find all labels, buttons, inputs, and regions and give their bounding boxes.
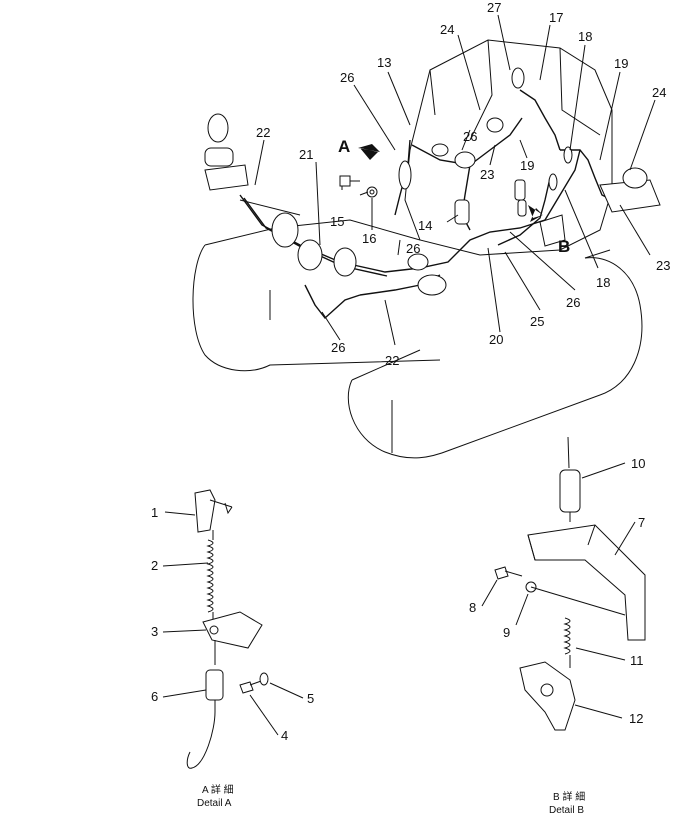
detail-b-caption-jp: B 詳 細: [553, 790, 585, 803]
callout-10: 10: [631, 456, 645, 471]
callout-9: 9: [503, 625, 510, 640]
callout-26-e: 26: [331, 340, 345, 355]
view-marker-b: B: [528, 205, 570, 256]
callout-23-right: 23: [656, 258, 670, 273]
machine-body-outline: [192, 39, 643, 459]
view-marker-b-label: B: [558, 237, 570, 256]
callout-24-right: 24: [652, 85, 666, 100]
view-marker-a-label: A: [338, 137, 350, 156]
detail-b: 10 7 8 9 11 12 B 詳 細 Detail B: [469, 436, 646, 816]
detail-a-caption: Detail A: [197, 798, 232, 809]
callout-22-top: 22: [256, 125, 270, 140]
callout-1: 1: [151, 505, 158, 520]
callout-24-top: 24: [440, 22, 454, 37]
callout-26-c: 26: [406, 241, 420, 256]
detail-b-caption: Detail B: [549, 805, 584, 815]
callout-18-top: 18: [578, 29, 592, 44]
callout-4: 4: [281, 728, 288, 743]
callout-6: 6: [151, 689, 158, 704]
callout-2: 2: [151, 558, 158, 573]
callout-26-a: 26: [340, 70, 354, 85]
view-marker-a: A: [338, 137, 380, 160]
callout-26-d: 26: [566, 295, 580, 310]
callout-8: 8: [469, 600, 476, 615]
callout-14: 14: [418, 218, 432, 233]
components: [204, 67, 661, 296]
callout-20: 20: [489, 332, 503, 347]
callout-16: 16: [362, 231, 376, 246]
callout-18-lower: 18: [596, 275, 610, 290]
callout-26-b: 26: [463, 129, 477, 144]
main-leader-lines: [254, 14, 656, 346]
callout-3: 3: [151, 624, 158, 639]
callout-15: 15: [330, 214, 344, 229]
callout-19-right: 19: [614, 56, 628, 71]
callout-7: 7: [638, 515, 645, 530]
detail-a: 1 2 3 6 4 5 A 詳 細 Detail A: [151, 489, 314, 809]
callout-21: 21: [299, 147, 313, 162]
callout-22-bottom: 22: [385, 353, 399, 368]
callout-13: 13: [377, 55, 391, 70]
callout-5: 5: [307, 691, 314, 706]
callout-12: 12: [629, 711, 643, 726]
callout-27: 27: [487, 0, 501, 15]
callout-17: 17: [549, 10, 563, 25]
detail-a-caption-jp: A 詳 細: [202, 783, 234, 796]
main-callouts: 27 17 24 18 19 24 13 26 26 23 19 22 21 1…: [256, 0, 670, 368]
callout-25: 25: [530, 314, 544, 329]
callout-23-center: 23: [480, 167, 494, 182]
callout-19-center: 19: [520, 158, 534, 173]
callout-11: 11: [630, 653, 644, 668]
